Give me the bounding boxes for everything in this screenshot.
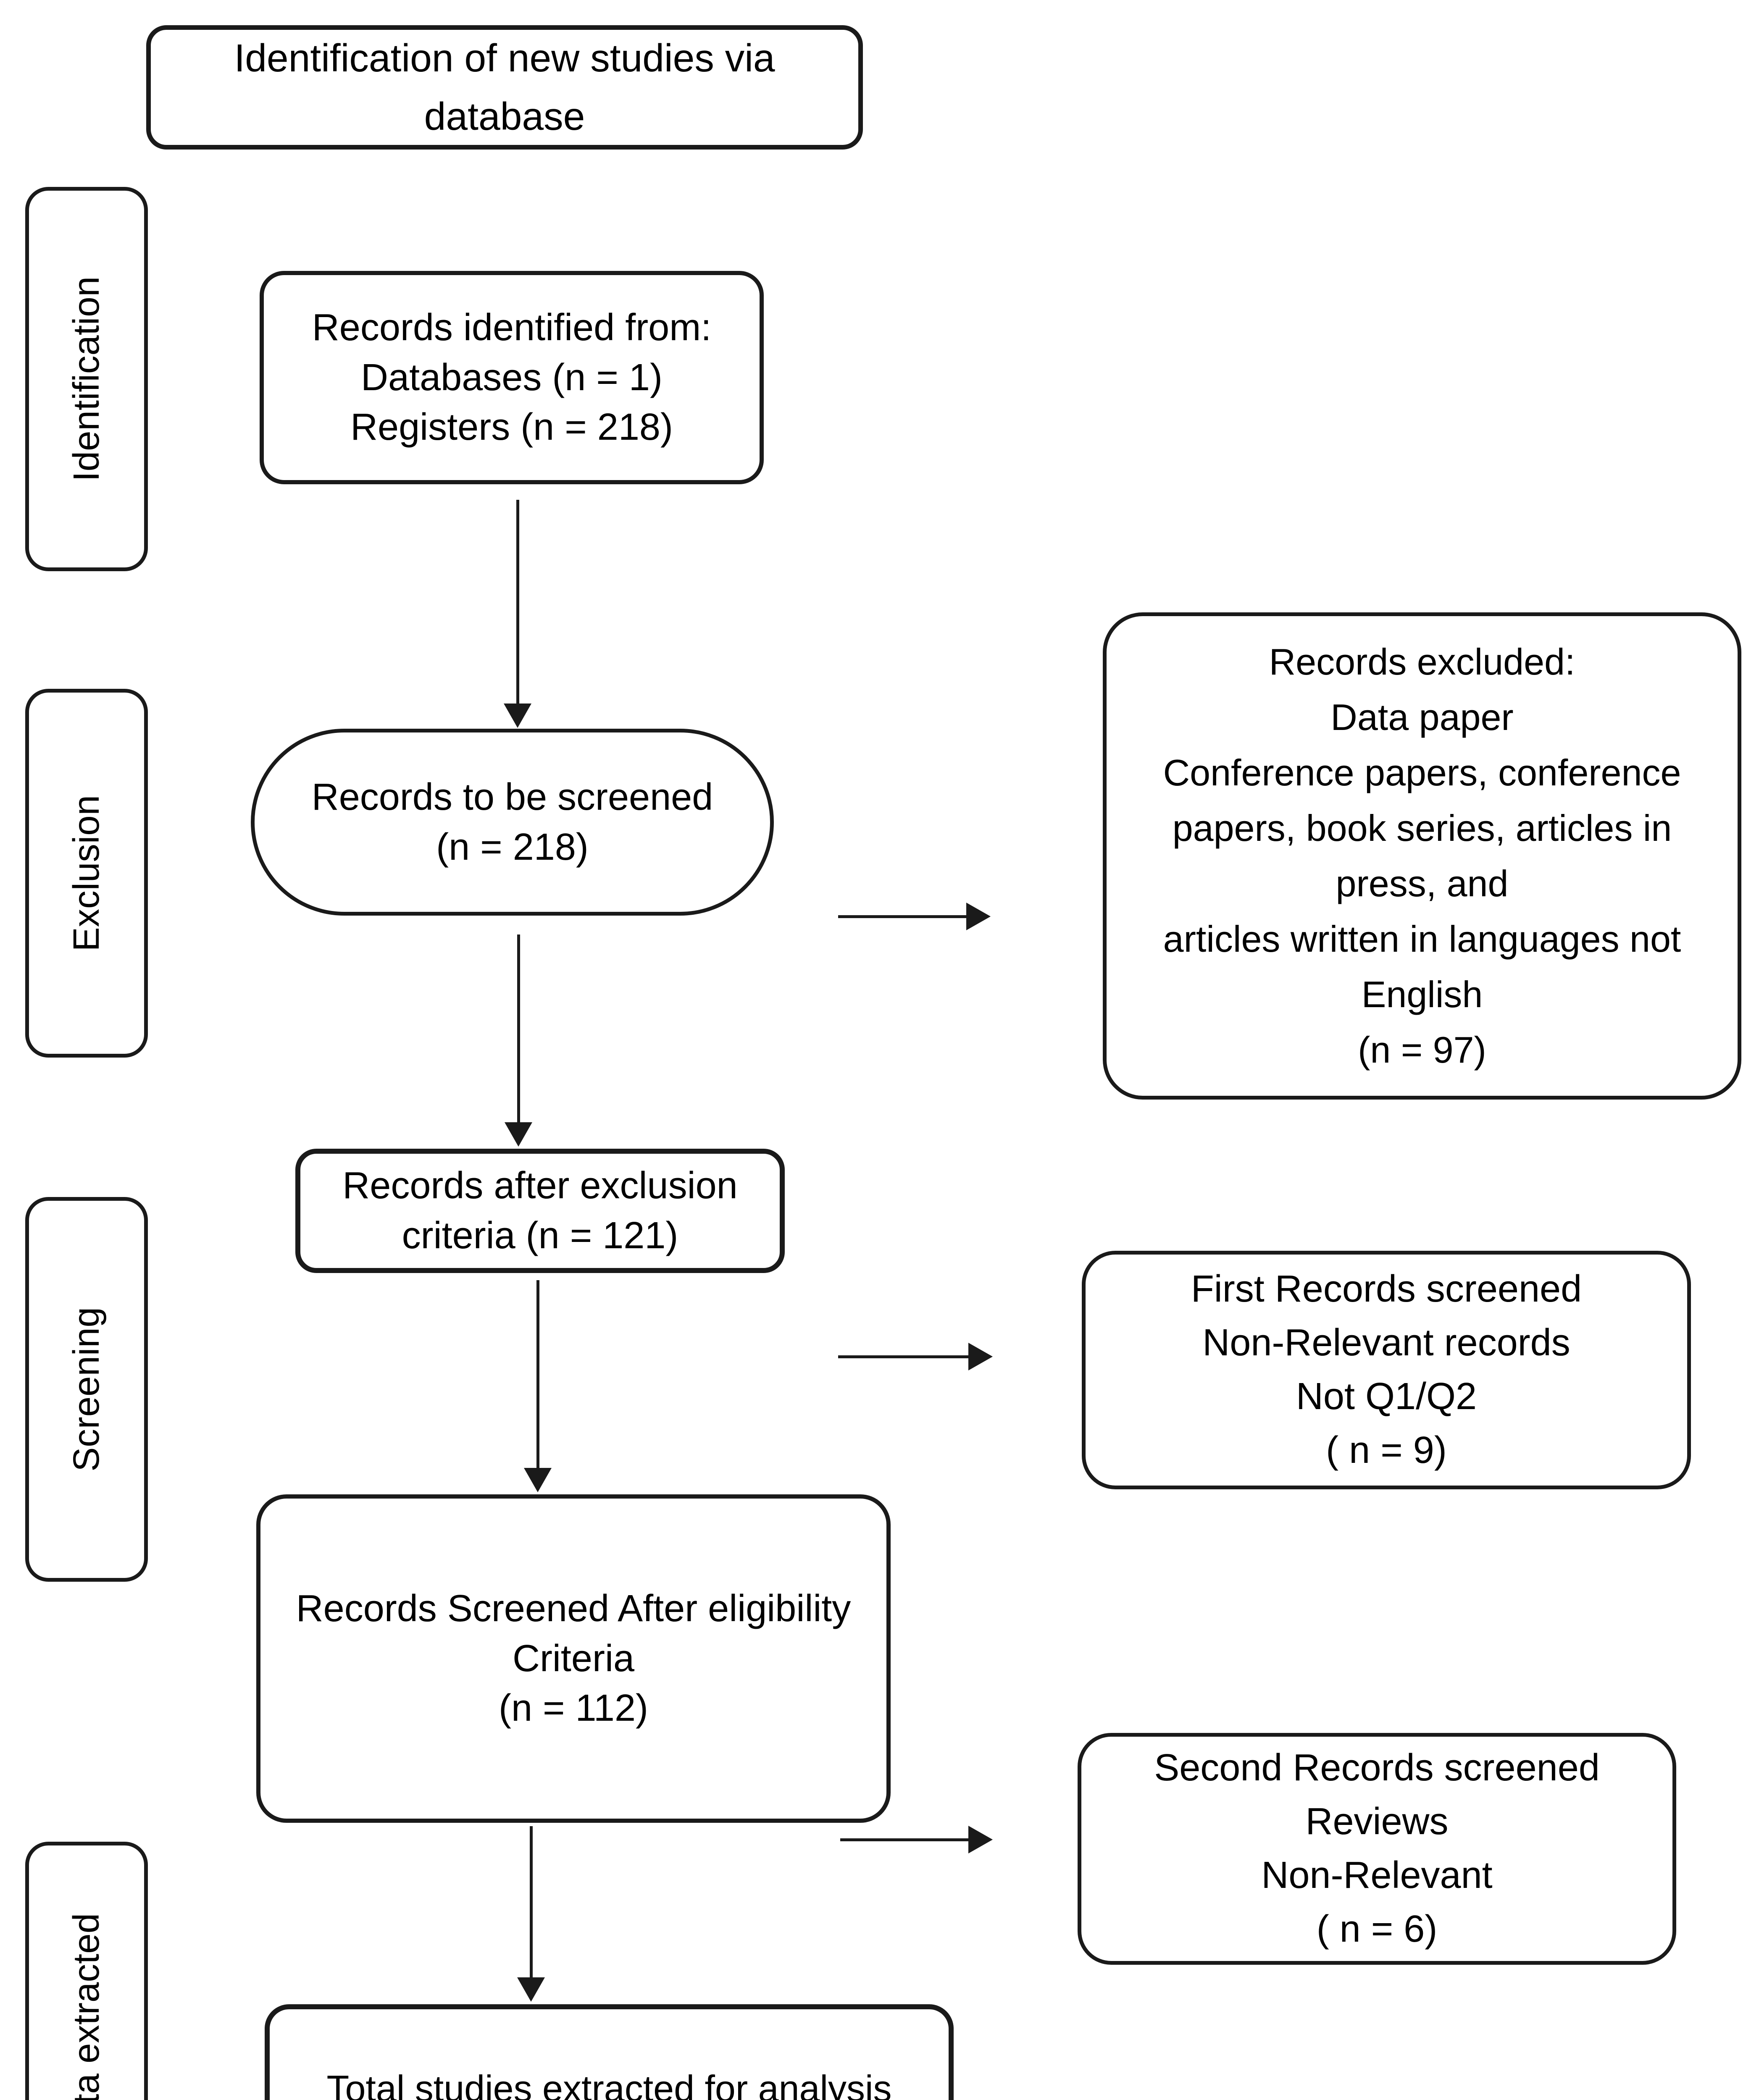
stage-label-identification: Identification [25, 187, 148, 571]
arrow-to-second-screened-head [968, 1826, 993, 1853]
diagram-title: Identification of new studies via databa… [234, 36, 775, 139]
records-to-be-screened-box: Records to be screened (n = 218) [251, 729, 774, 916]
arrow-screened-to-afterexclusion-line [517, 934, 520, 1122]
arrow-to-records-excluded-line [838, 915, 966, 918]
arrow-to-first-screened-line [838, 1355, 968, 1358]
second-records-screened-box: Second Records screened Reviews Non-Rele… [1078, 1733, 1676, 1965]
total-studies-box: Total studies extracted for analysis (n … [265, 2004, 954, 2100]
records-screened-eligibility-box: Records Screened After eligibility Crite… [256, 1494, 891, 1823]
first-records-screened-box: First Records screened Non-Relevant reco… [1082, 1251, 1691, 1489]
stage-label-data-extracted: Data extracted [25, 1842, 148, 2100]
records-excluded-box: Records excluded: Data paper Conference … [1103, 612, 1741, 1100]
title-box: Identification of new studies via databa… [146, 25, 863, 150]
arrow-to-second-screened-line [840, 1838, 968, 1841]
stage-label-exclusion: Exclusion [25, 689, 148, 1058]
arrow-screened-to-afterexclusion-head [505, 1122, 532, 1147]
arrow-to-first-screened-head [968, 1343, 993, 1370]
records-after-exclusion-box: Records after exclusion criteria (n = 12… [295, 1149, 785, 1273]
arrow-afterexclusion-to-eligibility-line [536, 1280, 539, 1468]
arrow-to-records-excluded-head [966, 903, 991, 930]
stage-label-screening: Screening [25, 1197, 148, 1582]
arrow-identified-to-screened-line [516, 500, 519, 704]
arrow-eligibility-to-total-head [517, 1977, 545, 2002]
arrow-afterexclusion-to-eligibility-head [524, 1468, 552, 1492]
arrow-identified-to-screened-head [504, 704, 531, 728]
arrow-eligibility-to-total-line [530, 1826, 533, 1977]
records-identified-box: Records identified from: Databases (n = … [260, 271, 764, 484]
